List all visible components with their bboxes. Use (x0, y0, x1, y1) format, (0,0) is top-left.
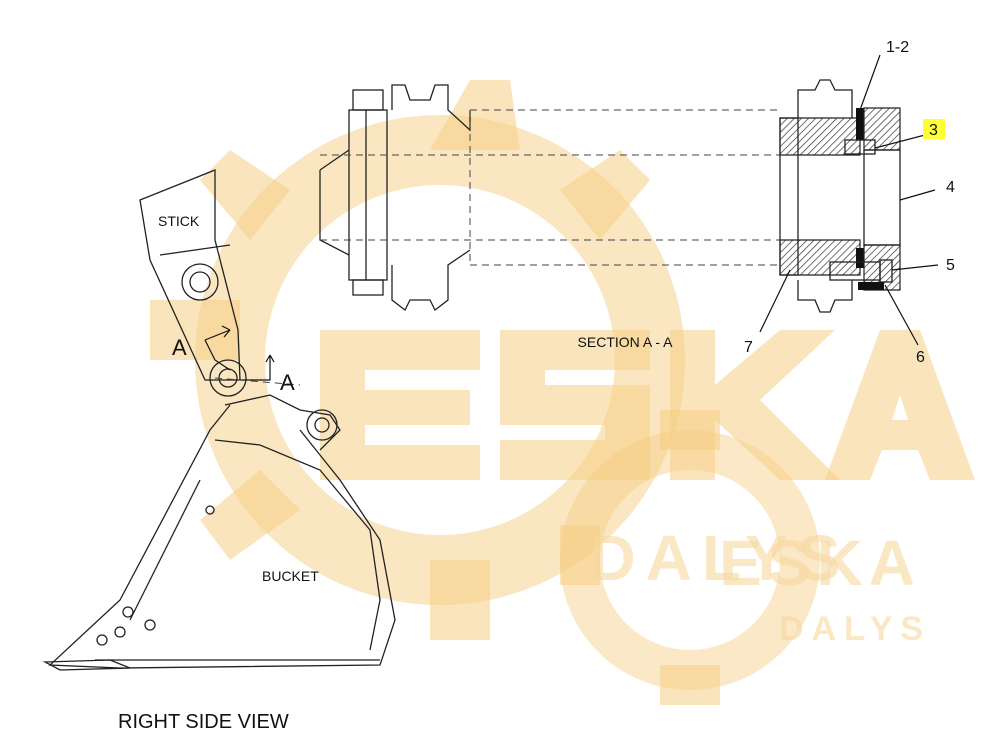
callout-1-2: 1-2 (886, 39, 909, 56)
watermark-text-eska-small: ESKA (719, 527, 921, 599)
section-view: SECTION A - A (319, 54, 939, 350)
watermark: DALYS ESKA DALYS (150, 80, 975, 705)
callout-5: 5 (946, 257, 955, 274)
side-view: A A STICK BUCKET (42, 169, 396, 671)
label-stick: STICK (158, 213, 200, 229)
pin-head-left (319, 89, 388, 296)
section-marker-right: A (280, 370, 295, 395)
view-title: RIGHT SIDE VIEW (118, 711, 289, 733)
callout-3: 3 (929, 122, 938, 139)
watermark-letters-shape (320, 330, 975, 480)
watermark-text-dalys-1: DALYS (589, 522, 850, 594)
callout-3-highlight (923, 119, 945, 139)
callout-4: 4 (946, 179, 955, 196)
watermark-text-dalys-2: DALYS (779, 610, 931, 648)
callouts: 1-2 3 4 5 6 7 (744, 39, 955, 366)
callout-7: 7 (744, 339, 753, 356)
section-marker-left: A (172, 335, 187, 360)
section-title: SECTION A - A (578, 334, 674, 350)
callout-6: 6 (916, 349, 925, 366)
label-bucket: BUCKET (262, 568, 319, 584)
